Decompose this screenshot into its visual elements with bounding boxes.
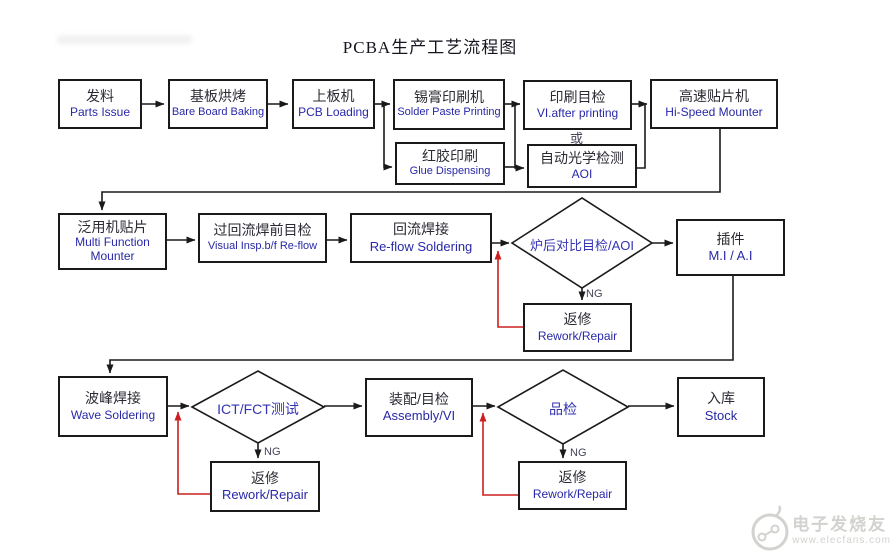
node-wave-soldering-en: Wave Soldering bbox=[70, 407, 156, 422]
node-stock-zh: 入库 bbox=[707, 390, 735, 407]
node-assembly-vi-en: Assembly/VI bbox=[382, 408, 456, 424]
node-visual-insp-bf-reflow-en: Visual Insp.b/f Re-flow bbox=[207, 239, 318, 252]
node-hi-speed-mounter-en: Hi-Speed Mounter bbox=[665, 105, 763, 120]
node-multi-function-mounter-en: Multi Function Mounter bbox=[75, 235, 150, 264]
node-reflow-soldering: 回流焊接 Re-flow Soldering bbox=[350, 213, 492, 263]
diamond-post-oven-inspection-label: 炉后对比目检/AOI bbox=[529, 238, 634, 253]
diagram-title: PCBA生产工艺流程图 bbox=[342, 38, 518, 57]
watermark-site: www.elecfans.com bbox=[792, 535, 891, 546]
node-bare-board-baking-zh: 基板烘烤 bbox=[190, 88, 246, 105]
node-reflow-soldering-zh: 回流焊接 bbox=[393, 221, 449, 238]
watermark-brand: 电子发烧友 bbox=[792, 515, 888, 534]
node-manual-insertion: 插件 M.I / A.I bbox=[676, 219, 785, 276]
node-multi-function-mounter: 泛用机贴片 Multi Function Mounter bbox=[58, 213, 167, 270]
rework-return-arrows bbox=[174, 250, 523, 496]
watermark: 电子发烧友 www.elecfans.com bbox=[746, 502, 891, 554]
node-glue-dispensing-zh: 红胶印刷 bbox=[422, 147, 478, 164]
node-pcb-loading-zh: 上板机 bbox=[312, 87, 355, 104]
node-solder-paste-printing-zh: 锡膏印刷机 bbox=[414, 88, 484, 105]
ng-label-qc: NG bbox=[570, 447, 587, 459]
node-rework-ict-en: Rework/Repair bbox=[222, 487, 308, 503]
node-visual-insp-bf-reflow: 过回流焊前目检 Visual Insp.b/f Re-flow bbox=[198, 213, 327, 263]
node-vi-after-printing-en: VI.after printing bbox=[536, 106, 619, 121]
or-label: 或 bbox=[570, 131, 584, 146]
node-aoi: 自动光学检测 AOI bbox=[527, 144, 637, 188]
node-hi-speed-mounter-zh: 高速贴片机 bbox=[679, 87, 749, 104]
node-parts-issue-en: Parts Issue bbox=[69, 105, 131, 120]
node-stock: 入库 Stock bbox=[677, 377, 765, 437]
node-vi-after-printing: 印刷目检 VI.after printing bbox=[523, 80, 632, 130]
node-manual-insertion-en: M.I / A.I bbox=[708, 248, 753, 264]
node-hi-speed-mounter: 高速贴片机 Hi-Speed Mounter bbox=[650, 79, 778, 129]
node-vi-after-printing-zh: 印刷目检 bbox=[549, 88, 606, 105]
ng-label-ict: NG bbox=[264, 446, 281, 458]
node-rework-qc: 返修 Rework/Repair bbox=[518, 461, 627, 510]
scan-artifact bbox=[57, 35, 192, 44]
node-assembly-vi: 装配/目检 Assembly/VI bbox=[365, 378, 473, 437]
node-rework-ict-zh: 返修 bbox=[251, 469, 279, 486]
node-pcb-loading-en: PCB Loading bbox=[298, 105, 369, 120]
node-bare-board-baking-en: Bare Board Baking bbox=[171, 105, 265, 118]
node-wave-soldering-zh: 波峰焊接 bbox=[85, 390, 141, 407]
node-parts-issue: 发料 Parts Issue bbox=[58, 79, 142, 129]
node-glue-dispensing: 红胶印刷 Glue Dispensing bbox=[395, 142, 505, 185]
node-aoi-en: AOI bbox=[571, 167, 593, 182]
node-rework-reflow-en: Rework/Repair bbox=[537, 328, 618, 343]
node-solder-paste-printing: 锡膏印刷机 Solder Paste Printing bbox=[393, 79, 505, 130]
node-rework-qc-zh: 返修 bbox=[558, 469, 587, 486]
node-rework-qc-en: Rework/Repair bbox=[532, 486, 613, 501]
node-assembly-vi-zh: 装配/目检 bbox=[389, 390, 449, 407]
elecfans-logo-icon bbox=[751, 505, 789, 551]
node-solder-paste-printing-en: Solder Paste Printing bbox=[397, 106, 501, 119]
node-rework-reflow-zh: 返修 bbox=[563, 311, 592, 328]
node-aoi-zh: 自动光学检测 bbox=[540, 149, 624, 166]
node-glue-dispensing-en: Glue Dispensing bbox=[409, 165, 491, 178]
node-reflow-soldering-en: Re-flow Soldering bbox=[369, 238, 473, 254]
node-wave-soldering: 波峰焊接 Wave Soldering bbox=[58, 376, 168, 437]
node-rework-ict: 返修 Rework/Repair bbox=[210, 461, 320, 512]
diamond-quality-check-label: 品检 bbox=[549, 401, 577, 417]
node-visual-insp-bf-reflow-zh: 过回流焊前目检 bbox=[213, 222, 312, 239]
node-parts-issue-zh: 发料 bbox=[86, 87, 114, 104]
ng-label-post-oven: NG bbox=[586, 288, 603, 300]
node-pcb-loading: 上板机 PCB Loading bbox=[292, 79, 375, 129]
node-multi-function-mounter-zh: 泛用机贴片 bbox=[77, 218, 148, 235]
node-bare-board-baking: 基板烘烤 Bare Board Baking bbox=[168, 79, 268, 129]
diamond-ict-fct-test-label: ICT/FCT测试 bbox=[217, 401, 299, 417]
node-manual-insertion-zh: 插件 bbox=[716, 230, 745, 247]
node-rework-reflow: 返修 Rework/Repair bbox=[523, 303, 632, 352]
node-stock-en: Stock bbox=[704, 407, 738, 423]
